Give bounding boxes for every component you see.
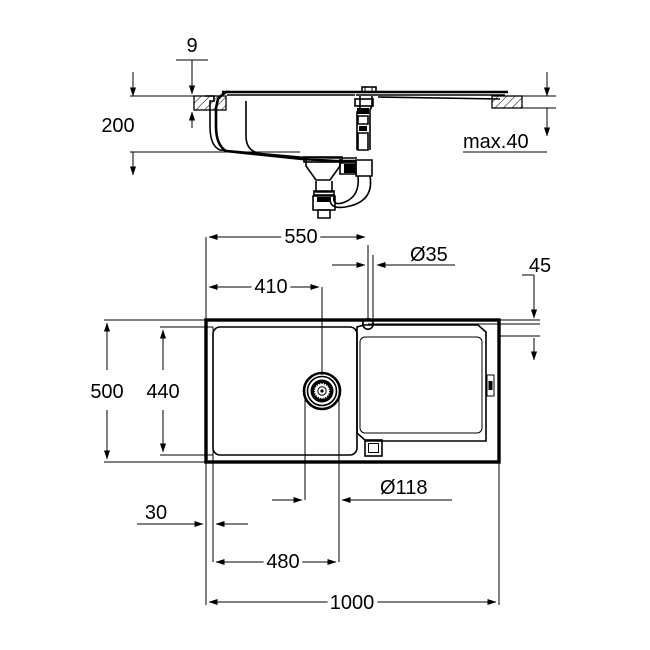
drainer-edge-tab xyxy=(486,374,495,397)
dimension-label-440: 440 xyxy=(146,381,179,403)
trap-tailpiece xyxy=(315,181,333,193)
trap-coupling-nut xyxy=(344,164,355,173)
drainer-inner-recess xyxy=(359,336,483,434)
dimension-440-group: 440 xyxy=(146,329,180,453)
dimension-label-500: 500 xyxy=(90,381,123,403)
overflow-square-outer xyxy=(364,439,383,457)
strainer-flange xyxy=(303,156,343,163)
dimension-200-group: 200 xyxy=(101,72,300,176)
dimension-9-group: 9 xyxy=(176,35,208,128)
overflow-hose xyxy=(332,175,360,205)
dimension-410-group: 410 xyxy=(208,273,320,302)
dimension-550-group: 550 xyxy=(208,223,366,252)
valve-lower xyxy=(317,209,331,219)
riser-collar xyxy=(354,98,374,107)
valve-body xyxy=(312,195,336,211)
sink-outer-rectangle xyxy=(204,318,501,464)
dimension-label-550: 550 xyxy=(284,226,317,248)
riser-nut xyxy=(359,126,367,131)
basin-inner-wall-left xyxy=(245,101,259,154)
drain-center-dot xyxy=(320,389,324,393)
basin-section-profile-inner xyxy=(205,95,357,159)
drain-hub xyxy=(317,386,327,396)
rim-clip-bracket xyxy=(361,86,377,93)
dimension-1000-group: 1000 xyxy=(208,588,497,618)
drainer-underside-line xyxy=(377,96,501,100)
dimension-label-200: 200 xyxy=(101,115,134,137)
riser-seal xyxy=(357,108,369,114)
dimension-label-410: 410 xyxy=(254,276,287,298)
drainer-edge-tab-fill xyxy=(488,381,493,390)
dimension-label-30: 30 xyxy=(145,502,167,524)
top-plan-view: 550 410 Ø35 45 500 xyxy=(90,223,551,619)
dimension-label-max40: max.40 xyxy=(463,131,529,153)
worktop-hatch-right xyxy=(491,95,523,109)
dimension-45-group: 45 xyxy=(522,255,551,361)
valve-ring xyxy=(317,197,331,202)
riser-lower-tube xyxy=(357,132,369,151)
drain-ring-2 xyxy=(306,375,338,407)
dimension-label-480: 480 xyxy=(266,551,299,573)
trap-outlet-body xyxy=(355,159,373,177)
dimension-480-group: 480 xyxy=(215,548,337,577)
drainer-outer-shape xyxy=(356,324,487,442)
waste-drain-circle xyxy=(302,371,342,411)
dimension-max40-group: max.40 xyxy=(463,72,551,153)
tailpiece-flange xyxy=(313,190,335,196)
dimension-label-d118: Ø118 xyxy=(380,477,427,499)
overflow-square-inner xyxy=(368,443,379,453)
overflow-riser-right xyxy=(369,96,373,150)
dimension-label-d35: Ø35 xyxy=(410,244,448,266)
waste-trap-assembly xyxy=(303,96,374,219)
dimension-d118-group: Ø118 xyxy=(272,477,452,504)
overflow-hose-outer xyxy=(329,175,372,209)
riser-body xyxy=(357,115,369,125)
dimension-30-group: 30 xyxy=(137,502,248,528)
basin-section-profile-outer xyxy=(214,90,356,163)
dimension-500-group: 500 xyxy=(90,322,124,460)
dimension-label-9: 9 xyxy=(186,35,197,57)
dimension-label-45: 45 xyxy=(529,255,551,277)
bowl-recess xyxy=(212,326,358,456)
side-section-view: 9 200 max.40 xyxy=(101,35,556,219)
dimension-label-1000: 1000 xyxy=(330,592,375,614)
drain-grate-dashes xyxy=(312,381,332,401)
dimension-d35-group: Ø35 xyxy=(332,244,455,269)
